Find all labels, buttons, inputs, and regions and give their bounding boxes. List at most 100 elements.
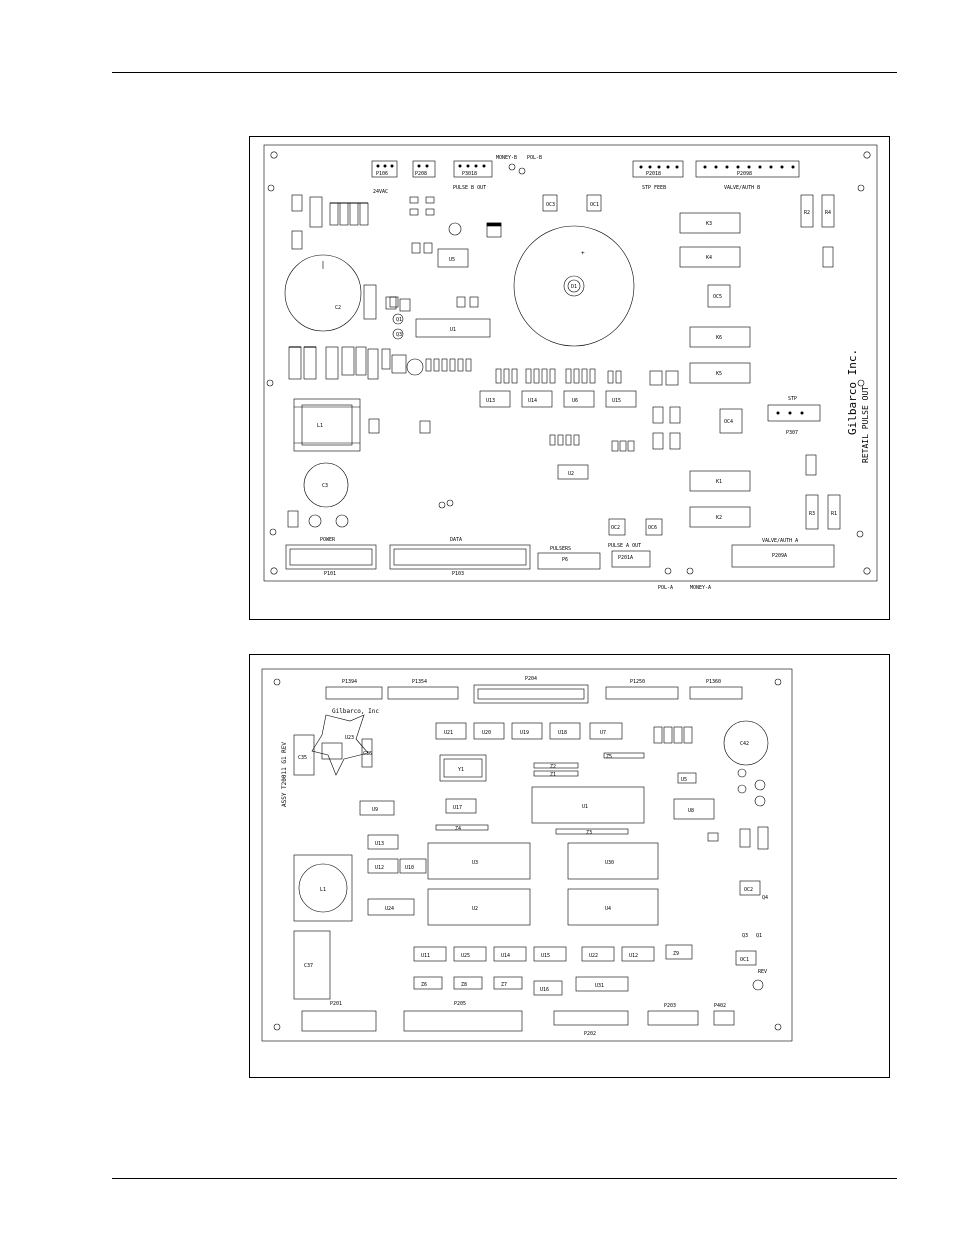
svg-text:Z9: Z9 — [673, 951, 679, 957]
capacitor-c42: C42 — [723, 720, 769, 766]
svg-text:U20: U20 — [482, 730, 491, 736]
ic-u15: U15 — [533, 946, 567, 962]
ic-u14: U14 — [521, 390, 553, 408]
svg-text:+: + — [581, 250, 585, 257]
svg-text:L1: L1 — [320, 887, 326, 893]
svg-text:K6: K6 — [716, 335, 722, 341]
svg-text:POWER: POWER — [320, 537, 336, 543]
connector-p202: P202 — [553, 1010, 629, 1037]
ic-u25: U25 — [453, 946, 487, 962]
ic-u10: U10 — [399, 858, 427, 874]
assy-label: ASSY T20011 G1 REV — [281, 742, 288, 807]
ic-u24: U24 — [367, 898, 415, 916]
connector-p1354: P1354 — [387, 679, 459, 700]
ic-z2: Z2 — [533, 762, 579, 770]
svg-text:DATA: DATA — [450, 537, 462, 543]
connector-p2018: P2018 STP FEEB — [632, 160, 684, 191]
relay-k1: K1 — [689, 470, 751, 492]
right-small-parts — [653, 726, 769, 850]
ic-u4: U4 — [567, 888, 659, 926]
svg-text:P1354: P1354 — [412, 679, 427, 685]
svg-text:OC4: OC4 — [724, 419, 733, 425]
svg-text:K2: K2 — [716, 515, 722, 521]
svg-text:U19: U19 — [520, 730, 529, 736]
ic-z5: Z5 — [603, 752, 645, 760]
svg-text:K4: K4 — [706, 255, 712, 261]
optocoupler-oc2: OC2 — [739, 880, 761, 896]
relay-k2: K2 — [689, 506, 751, 528]
ic-u15: U15 — [605, 390, 637, 408]
relay-k4: K4 — [679, 246, 741, 268]
ic-u31: U31 — [575, 976, 629, 992]
ic-u5-small: U5 — [677, 772, 697, 784]
transistor-q3 — [392, 328, 404, 340]
connector-p3018: P3018 PULSE B OUT — [453, 160, 493, 191]
connector-p1250: P1250 — [605, 679, 679, 700]
connector-p1360: P1360 — [689, 679, 743, 700]
svg-text:U18: U18 — [558, 730, 567, 736]
svg-text:U12: U12 — [375, 865, 384, 871]
svg-text:U14: U14 — [501, 953, 510, 959]
connector-p1394: P1394 — [325, 679, 383, 700]
svg-text:P209A: P209A — [772, 553, 787, 559]
resistor-clusters — [419, 358, 635, 452]
optocoupler-oc4: OC4 — [719, 408, 743, 434]
ic-u30: U30 — [567, 842, 659, 880]
svg-text:P208: P208 — [415, 171, 427, 177]
ic-u2: U2 — [427, 888, 531, 926]
svg-text:P1250: P1250 — [630, 679, 645, 685]
svg-text:K5: K5 — [716, 371, 722, 377]
rev-led — [752, 979, 764, 991]
svg-text:D1: D1 — [571, 284, 577, 290]
ic-u14: U14 — [493, 946, 527, 962]
ic-z3: Z3 — [555, 828, 629, 836]
connector-p106: P106 24VAC — [371, 160, 398, 195]
svg-text:P1394: P1394 — [342, 679, 357, 685]
ic-u17: U17 — [445, 798, 477, 814]
ic-u13: U13 — [479, 390, 511, 408]
svg-text:U15: U15 — [612, 398, 621, 404]
connector-p201a: PULSE A OUT P201A — [608, 543, 651, 568]
capacitor-c35: C35 — [293, 734, 315, 776]
svg-text:U4: U4 — [605, 906, 611, 912]
capacitor-c3: C3 — [303, 462, 349, 508]
svg-text:P1360: P1360 — [706, 679, 721, 685]
ic-u19: U19 — [511, 722, 543, 740]
ic-u16: U16 — [533, 980, 563, 996]
capacitor-small — [822, 246, 834, 268]
ic-z1: Z1 — [533, 770, 579, 778]
svg-text:P3018: P3018 — [462, 171, 477, 177]
svg-text:Z2: Z2 — [550, 764, 556, 770]
svg-text:PULSE B OUT: PULSE B OUT — [453, 185, 486, 191]
svg-text:C3: C3 — [322, 483, 328, 489]
left-caps — [291, 194, 369, 250]
relay-k5: K5 — [689, 362, 751, 384]
svg-text:Z3: Z3 — [586, 830, 592, 836]
board-brand-title: Gilbarco, Inc — [332, 708, 379, 715]
relay-k6: K6 — [689, 326, 751, 348]
svg-text:U6: U6 — [572, 398, 578, 404]
svg-text:PULSE A OUT: PULSE A OUT — [608, 543, 641, 549]
board-outline — [261, 668, 793, 1042]
svg-text:L1: L1 — [317, 423, 323, 429]
connector-p101: POWER P101 — [285, 537, 377, 577]
capacitor-c37: C37 — [293, 930, 331, 1000]
ic-u3: U3 — [427, 842, 531, 880]
svg-text:U10: U10 — [405, 865, 414, 871]
capacitor-small-2 — [805, 454, 817, 476]
small-caps-bottom-left — [287, 510, 349, 528]
svg-text:STP FEEB: STP FEEB — [642, 185, 666, 191]
optocoupler-oc2: OC2 — [608, 518, 626, 536]
connector-p6: PULSERS P6 — [537, 546, 601, 570]
transistor-q4-label: Q4 — [762, 895, 768, 901]
ic-u1: U1 — [415, 318, 491, 338]
svg-text:Y1: Y1 — [458, 767, 464, 773]
svg-text:OC6: OC6 — [648, 525, 657, 531]
svg-text:C42: C42 — [740, 741, 749, 747]
resistor-r1: R1 — [827, 494, 841, 530]
svg-text:P201A: P201A — [618, 555, 633, 561]
svg-text:C2: C2 — [335, 305, 341, 311]
connector-p402: P402 — [713, 1003, 735, 1026]
capacitor-d1: D1 + — [513, 225, 635, 347]
connector-p204: P204 — [473, 676, 589, 704]
